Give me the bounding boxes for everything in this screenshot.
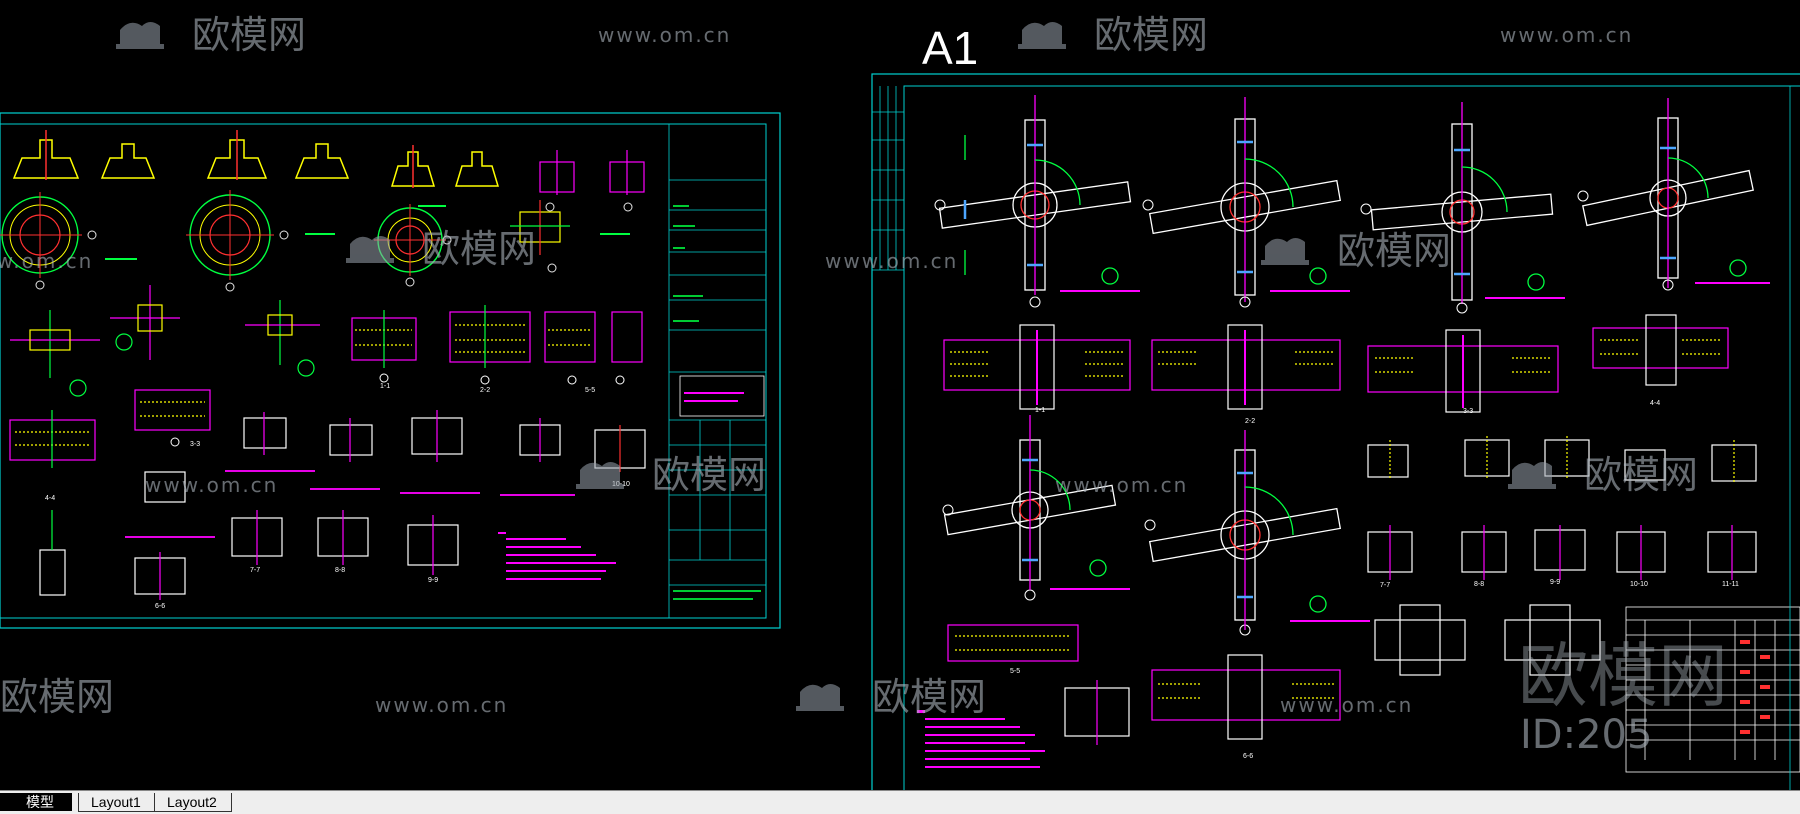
right-connection-plans-row1 xyxy=(938,95,1754,304)
svg-text:7-7: 7-7 xyxy=(1380,582,1390,589)
left-lower-details xyxy=(39,410,646,600)
svg-text:欧模网: 欧模网 xyxy=(1518,635,1728,717)
left-column-base-details xyxy=(12,139,500,187)
svg-text:1-1: 1-1 xyxy=(1035,407,1045,414)
watermark-logo-icon xyxy=(796,684,844,711)
svg-text:3-3: 3-3 xyxy=(1463,408,1473,415)
tab-layout2[interactable]: Layout2 xyxy=(154,793,232,812)
tab-model[interactable]: 模型 xyxy=(0,793,72,811)
svg-text:4-4: 4-4 xyxy=(45,495,55,502)
left-section-labels: 1-1 2-2 3-3 4-4 5-5 6-6 7-7 8-8 9-9 10-1… xyxy=(45,383,630,610)
svg-text:5-5: 5-5 xyxy=(1010,668,1020,675)
svg-text:www.om.cn: www.om.cn xyxy=(825,249,958,273)
watermark-logo-icon xyxy=(1508,462,1556,489)
svg-text:9-9: 9-9 xyxy=(428,577,438,584)
watermark-layer xyxy=(116,22,1556,711)
svg-text:欧模网: 欧模网 xyxy=(0,675,114,719)
svg-text:6-6: 6-6 xyxy=(155,603,165,610)
svg-text:www.om.cn: www.om.cn xyxy=(145,473,278,497)
layout-tab-bar: 模型 Layout1 Layout2 xyxy=(0,790,1800,814)
svg-text:www.om.cn: www.om.cn xyxy=(1280,693,1413,717)
svg-text:9-9: 9-9 xyxy=(1550,579,1560,586)
svg-text:8-8: 8-8 xyxy=(1474,581,1484,588)
left-drawing-sheet: 1-1 2-2 3-3 4-4 5-5 6-6 7-7 8-8 9-9 10-1… xyxy=(0,112,781,629)
svg-text:www.om.cn: www.om.cn xyxy=(598,23,731,47)
left-general-notes xyxy=(498,532,616,580)
svg-text:欧模网: 欧模网 xyxy=(1094,13,1208,57)
svg-text:www.om.cn: www.om.cn xyxy=(1500,23,1633,47)
svg-text:www.om.cn: www.om.cn xyxy=(1055,473,1188,497)
svg-text:欧模网: 欧模网 xyxy=(422,227,536,271)
cad-model-space[interactable]: 1-1 2-2 3-3 4-4 5-5 6-6 7-7 8-8 9-9 10-1… xyxy=(0,0,1800,790)
right-drawing-sheet: 1-1 2-2 3-3 4-4 5-5 6-6 7-7 8-8 9-9 10-1… xyxy=(871,22,1800,790)
svg-text:11-11: 11-11 xyxy=(1722,581,1739,588)
svg-text:2-2: 2-2 xyxy=(1245,418,1255,425)
watermark-logo-icon xyxy=(1261,238,1309,265)
svg-text:4-4: 4-4 xyxy=(1650,400,1660,407)
watermark-logo-icon xyxy=(1018,22,1066,49)
left-joint-details xyxy=(10,200,570,397)
svg-text:1-1: 1-1 xyxy=(380,383,390,390)
watermark-logo-icon xyxy=(116,22,164,49)
svg-text:2-2: 2-2 xyxy=(480,387,490,394)
svg-text:ID:205: ID:205 xyxy=(1520,712,1652,758)
right-material-table xyxy=(1625,606,1800,773)
svg-text:10-10: 10-10 xyxy=(1630,581,1648,588)
svg-text:8-8: 8-8 xyxy=(335,567,345,574)
svg-text:欧模网: 欧模网 xyxy=(1337,229,1451,273)
right-general-notes xyxy=(917,710,1045,768)
svg-text:欧模网: 欧模网 xyxy=(1584,453,1698,497)
left-splice-elevations xyxy=(9,305,643,468)
svg-text:www.om.cn: www.om.cn xyxy=(0,249,93,273)
right-lower-details xyxy=(1064,436,1757,745)
right-section-labels: 1-1 2-2 3-3 4-4 5-5 6-6 7-7 8-8 9-9 10-1… xyxy=(1010,400,1739,760)
svg-text:6-6: 6-6 xyxy=(1243,753,1253,760)
svg-text:欧模网: 欧模网 xyxy=(192,13,306,57)
watermark-text-layer: 欧模网 欧模网 欧模网 欧模网 欧模网 欧模网 欧模网 欧模网 欧模网 www.… xyxy=(0,13,1728,758)
svg-text:欧模网: 欧模网 xyxy=(652,453,766,497)
watermark-logo-icon xyxy=(346,236,394,263)
svg-text:欧模网: 欧模网 xyxy=(872,675,986,719)
right-splice-elevations-lower xyxy=(947,624,1341,740)
left-title-block xyxy=(668,123,767,619)
svg-text:7-7: 7-7 xyxy=(250,567,260,574)
svg-text:3-3: 3-3 xyxy=(190,441,200,448)
svg-text:www.om.cn: www.om.cn xyxy=(375,693,508,717)
tab-layout1[interactable]: Layout1 xyxy=(78,793,156,812)
sheet-size-label: A1 xyxy=(922,22,978,74)
right-connection-plans-row2 xyxy=(943,415,1342,630)
svg-text:5-5: 5-5 xyxy=(585,387,595,394)
watermark-logo-icon xyxy=(576,462,624,489)
right-splice-elevations-row2 xyxy=(943,314,1729,413)
